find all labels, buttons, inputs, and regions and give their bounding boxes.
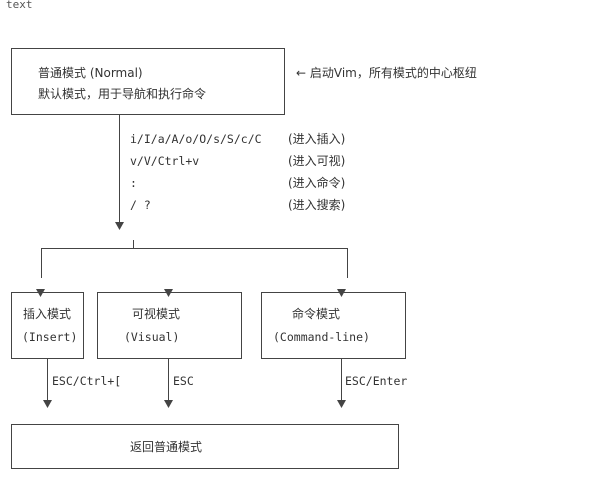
insert-exit-keys: ESC/Ctrl+[ (52, 374, 122, 388)
stem-arrowhead (115, 222, 124, 230)
visual-mode-name: 可视模式 (132, 307, 181, 321)
transition-desc-command: (进入命令) (288, 176, 346, 190)
visual-in-arrow (164, 289, 173, 297)
transition-keys-search: / ? (130, 198, 151, 212)
command-mode-sub: (Command-line) (273, 330, 370, 344)
command-mode-name: 命令模式 (292, 307, 341, 321)
visual-mode-box (97, 292, 242, 359)
return-normal-box (11, 424, 399, 469)
insert-in-arrow (36, 289, 45, 297)
transition-keys-command: : (130, 176, 137, 190)
normal-mode-box (11, 48, 285, 115)
transition-keys-insert: i/I/a/A/o/O/s/S/c/C (130, 132, 262, 146)
visual-mode-sub: (Visual) (124, 330, 180, 344)
command-exit-keys: ESC/Enter (345, 374, 408, 388)
insert-mode-sub: (Insert) (22, 330, 78, 344)
insert-exit-arrow (43, 400, 52, 408)
normal-mode-title: 普通模式 (Normal) (38, 66, 143, 80)
insert-mode-name: 插入模式 (23, 307, 72, 321)
transition-desc-search: (进入搜索) (288, 198, 346, 212)
code-language-tag: text (6, 0, 33, 11)
transition-desc-visual: (进入可视) (288, 154, 346, 168)
command-mode-box (261, 292, 406, 359)
normal-mode-note: ← 启动Vim，所有模式的中心枢纽 (296, 66, 477, 80)
return-normal-label: 返回普通模式 (130, 440, 203, 454)
visual-exit-arrow (164, 400, 173, 408)
transition-desc-insert: (进入插入) (288, 132, 346, 146)
command-in-arrow (337, 289, 346, 297)
insert-mode-box (11, 292, 84, 359)
visual-exit-keys: ESC (173, 374, 194, 388)
command-exit-arrow (337, 400, 346, 408)
normal-mode-desc: 默认模式，用于导航和执行命令 (38, 87, 207, 101)
transition-keys-visual: v/V/Ctrl+v (130, 154, 200, 168)
